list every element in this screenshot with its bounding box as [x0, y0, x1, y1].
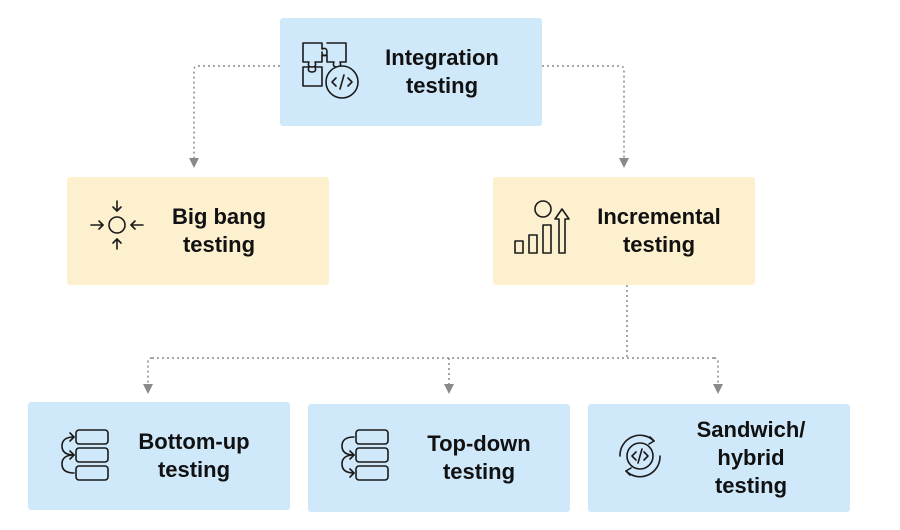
node-label: Bottom-up testing [138, 429, 250, 482]
node-label: Integration testing [385, 45, 499, 98]
connector-integration-to-incremental [542, 65, 629, 168]
node-label: Top-down testing [427, 431, 531, 484]
node-incremental-testing: Incremental testing [493, 177, 755, 285]
cycle-code-icon [610, 424, 670, 488]
connector-integration-to-big-bang [189, 65, 280, 168]
growth-bars-icon [513, 197, 575, 259]
converging-arrows-icon [87, 197, 147, 257]
connector-to-sandwich [713, 357, 723, 394]
node-label: Big bang testing [171, 204, 267, 257]
node-integration-testing: Integration testing [280, 18, 542, 126]
stacked-blocks-up-icon [54, 426, 114, 486]
node-top-down-testing: Top-down testing [308, 404, 570, 512]
node-bottom-up-testing: Bottom-up testing [28, 402, 290, 510]
node-sandwich-hybrid-testing: Sandwich/ hybrid testing [588, 404, 850, 512]
stacked-blocks-down-icon [334, 426, 394, 486]
puzzle-code-icon [300, 40, 360, 102]
connector-to-bottom-up [143, 357, 153, 394]
node-label: Sandwich/ hybrid testing [696, 417, 806, 498]
node-big-bang-testing: Big bang testing [67, 177, 329, 285]
node-label: Incremental testing [597, 204, 721, 257]
